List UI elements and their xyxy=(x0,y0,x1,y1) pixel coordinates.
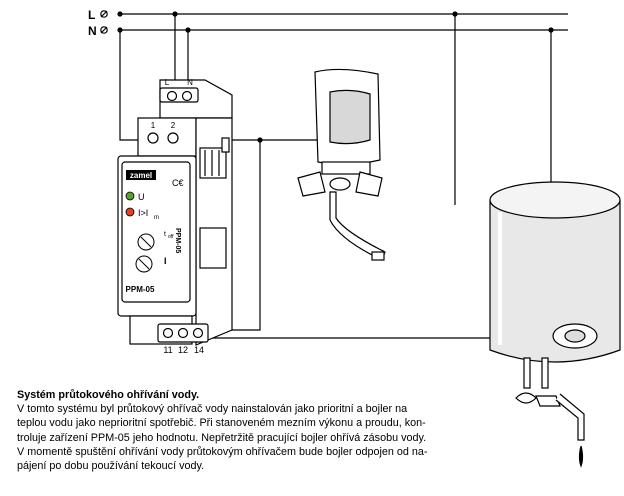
time-knob-icon xyxy=(137,233,155,251)
terminal-n-slash xyxy=(100,26,108,34)
model-label-front: PPM-05 xyxy=(126,285,155,294)
tap-left-valve xyxy=(297,171,326,197)
caption-block: Systém průtokového ohřívání vody. V tomt… xyxy=(17,388,497,473)
bottom-terminal-12: 12 xyxy=(178,345,188,355)
water-drop-icon xyxy=(578,445,584,468)
tap-center xyxy=(329,177,351,191)
terminal-screw-icon xyxy=(166,90,178,102)
terminal-screw-icon xyxy=(167,132,179,144)
relay-front-bezel xyxy=(121,161,191,303)
relay-side-schematic xyxy=(199,227,227,269)
power-led-icon xyxy=(125,191,135,201)
caption-line: V momentě spuštění ohřívání vody průtoko… xyxy=(17,445,428,458)
mid-terminal-2: 2 xyxy=(171,121,176,130)
bus-terminal-symbols xyxy=(100,10,108,34)
terminal-screw-icon xyxy=(147,132,159,144)
heater-front xyxy=(329,89,371,145)
caption-line: V tomto systému byl průtokový ohřívač vo… xyxy=(17,403,408,416)
power-led-label: U xyxy=(138,192,145,202)
caption-line: teplou vodu jako neprioritní spotřebič. … xyxy=(17,417,426,430)
current-led-icon xyxy=(125,207,135,217)
brand-badge xyxy=(126,170,156,180)
relay-top-terminal-block xyxy=(159,87,199,103)
terminal-l-slash xyxy=(100,10,108,18)
bottom-terminal-11: 11 xyxy=(163,345,172,355)
terminal-screw-icon xyxy=(192,327,204,339)
boiler-pipe-left xyxy=(523,357,531,389)
knob-top-label: t xyxy=(164,231,166,238)
current-led-label: I>I xyxy=(138,208,148,218)
boiler-tap-body xyxy=(535,395,561,407)
boiler-pipe-right xyxy=(541,357,549,389)
model-label-side: PPM-05 xyxy=(174,228,181,253)
terminal-screw-icon xyxy=(181,90,193,102)
line-n-label: N xyxy=(88,24,97,38)
terminal-screw-icon xyxy=(177,327,189,339)
boiler-valve xyxy=(515,392,537,404)
boiler-tap-outlet xyxy=(555,393,585,441)
tap-right-valve xyxy=(355,171,383,197)
flow-heater-icon xyxy=(297,68,386,261)
knob-bottom-label: I xyxy=(164,256,167,266)
boiler-top xyxy=(489,181,621,219)
bottom-terminal-14: 14 xyxy=(194,345,204,355)
knob-top-sub: off xyxy=(168,234,174,240)
caption-line: troluje zařízení PPM-05 jeho hodnotu. Ne… xyxy=(17,431,427,444)
boiler-thermostat-knob xyxy=(564,329,586,343)
boiler-icon xyxy=(489,181,621,468)
brand-logo: zamel xyxy=(130,171,152,180)
terminal-screw-icon xyxy=(162,327,174,339)
relay-side-clip xyxy=(221,137,230,153)
wire-n-to-relay-input xyxy=(119,30,138,141)
tap-nozzle xyxy=(371,251,385,261)
current-led-sub: m xyxy=(154,215,159,221)
current-knob-icon xyxy=(135,255,153,273)
tap-spout xyxy=(329,191,386,261)
relay-mid-terminal-block xyxy=(137,117,197,157)
top-terminal-n: N xyxy=(187,78,193,87)
line-l-label: L xyxy=(88,8,95,22)
heater-base xyxy=(321,161,371,175)
caption-title: Systém průtokového ohřívání vody. xyxy=(17,389,200,401)
power-bus xyxy=(120,13,568,31)
caption-line: pájení po dobu používání tekoucí vody. xyxy=(17,460,205,473)
top-terminal-l: L xyxy=(165,78,170,87)
relay-side-grille xyxy=(199,147,227,179)
mid-terminal-1: 1 xyxy=(151,121,156,130)
ce-mark: C€ xyxy=(172,178,184,188)
ppm05-relay xyxy=(117,79,233,346)
